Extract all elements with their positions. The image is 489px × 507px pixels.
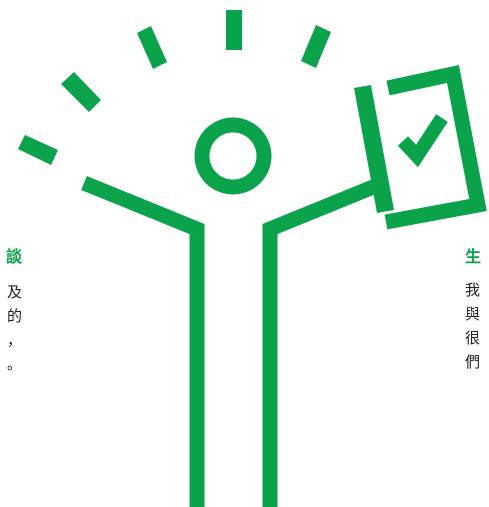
left-heading: 談 [5,247,22,266]
checkbox-check-icon [354,65,487,230]
left-text-line: 及 [6,283,22,301]
head-icon [194,117,272,195]
left-arm-body-icon [81,176,205,507]
left-text-column: 談 及 的 ， 。 [0,244,22,376]
left-text-line: ， [6,331,22,349]
right-text-line: 很 [465,329,481,347]
radiating-lines-icon [18,10,331,165]
right-heading: 生 [465,247,482,266]
right-text-column: 生 我 與 很 們 [465,244,489,374]
right-arm-body-icon [262,176,386,507]
right-text-line: 們 [465,353,481,371]
right-text-line: 與 [465,305,481,323]
left-text-line: 的 [6,307,22,325]
left-text-line: 。 [6,355,22,373]
right-text-line: 我 [465,281,481,299]
